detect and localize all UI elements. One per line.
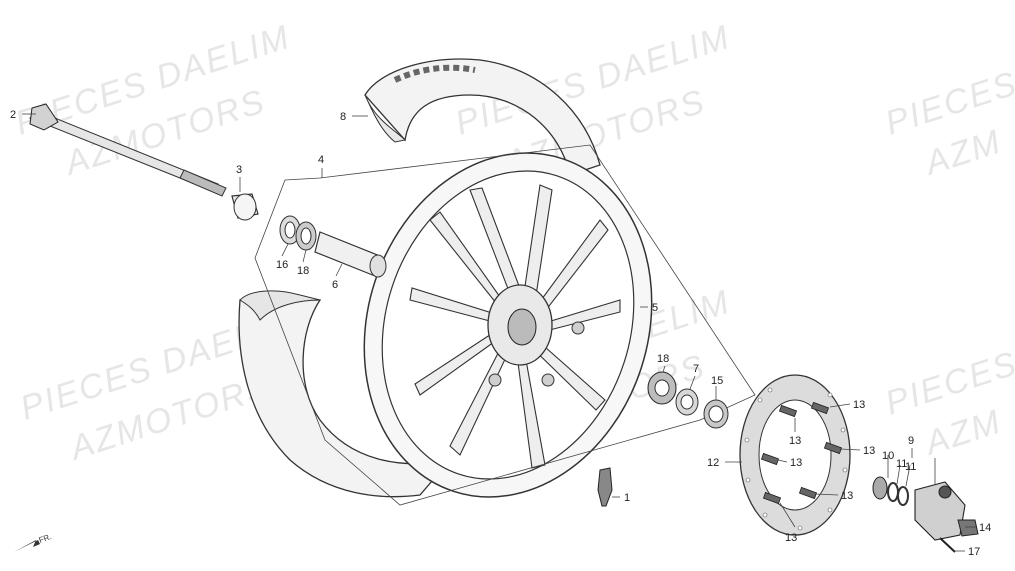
callout-13: 13 (841, 490, 853, 502)
watermark-text: AZM (919, 402, 1007, 463)
callout-13: 13 (785, 532, 797, 544)
callout-2: 2 (10, 109, 16, 121)
callout-12: 12 (707, 457, 719, 469)
upper-tire (364, 58, 601, 176)
direction-label: FR. (38, 532, 53, 545)
callout-11: 11 (905, 461, 916, 473)
callout-3: 3 (236, 164, 242, 176)
wheel-rim (363, 152, 653, 498)
callout-13: 13 (789, 435, 801, 447)
callout-labels: 2 3 4 8 16 18 6 5 18 7 15 1 12 13 13 13 … (10, 109, 991, 558)
callout-10: 10 (882, 450, 894, 462)
callout-13: 13 (863, 445, 875, 457)
right-bearing-seals (647, 371, 729, 429)
callout-18-right: 18 (657, 353, 669, 365)
tire-valve (597, 467, 613, 507)
leader-lines (22, 113, 976, 552)
front-direction-indicator: FR. (14, 532, 53, 552)
callout-8: 8 (340, 111, 346, 123)
callout-13: 13 (790, 457, 802, 469)
callout-15: 15 (711, 375, 723, 387)
callout-5: 5 (652, 302, 658, 314)
callout-1: 1 (624, 492, 630, 504)
left-seal-bearing-spacer (279, 215, 387, 278)
assembly-bracket-lines (254, 144, 756, 506)
watermark-text: AZM (919, 122, 1007, 183)
callout-4: 4 (318, 154, 324, 166)
axle-collar (231, 193, 259, 221)
speedometer-gearbox (872, 476, 979, 553)
front-axle (28, 103, 227, 197)
callout-11: 11 (896, 458, 907, 470)
callout-9: 9 (908, 435, 914, 447)
callout-16: 16 (276, 259, 288, 271)
brake-disc (739, 374, 851, 536)
callout-14: 14 (979, 522, 991, 534)
direction-arrow-icon (14, 540, 40, 552)
callout-6: 6 (332, 279, 338, 291)
callout-13: 13 (853, 399, 865, 411)
callout-17: 17 (968, 546, 980, 558)
callout-7: 7 (693, 363, 699, 375)
callout-18-left: 18 (297, 265, 309, 277)
